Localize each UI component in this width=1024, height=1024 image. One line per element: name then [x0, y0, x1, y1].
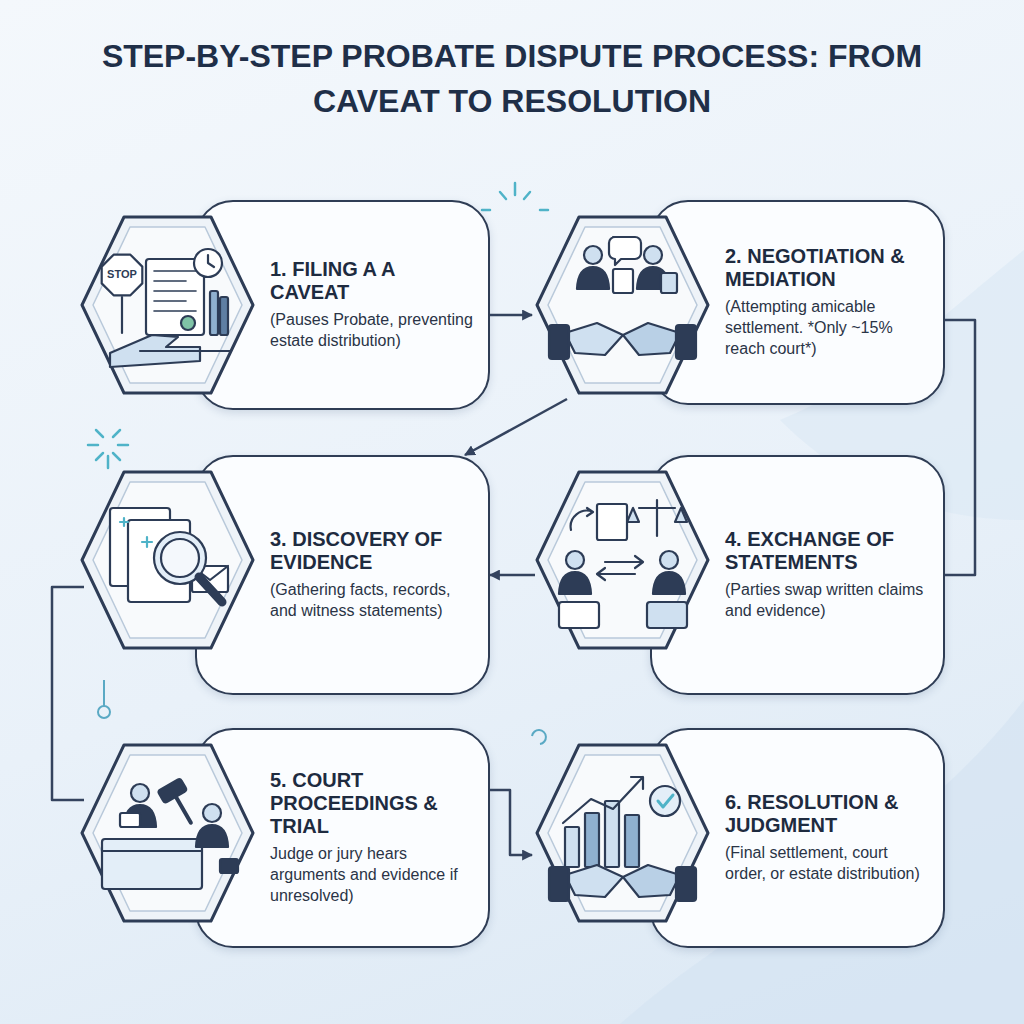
- step-icon: [80, 743, 255, 923]
- diagram-title: STEP-BY-STEP PROBATE DISPUTE PROCESS: FR…: [72, 34, 952, 125]
- step-heading: 4. EXCHANGE OF STATEMENTS: [725, 528, 929, 574]
- step-icon: [535, 743, 710, 923]
- process-step: 2. NEGOTIATION & MEDIATION (Attempting am…: [535, 200, 945, 405]
- step-heading: 6. RESOLUTION & JUDGMENT: [725, 791, 929, 837]
- process-step: 6. RESOLUTION & JUDGMENT (Final settlemen…: [535, 728, 945, 948]
- step-description: (Final settlement, court order, or estat…: [725, 843, 929, 885]
- process-step: 3. DISCOVERY OF EVIDENCE (Gathering facts…: [80, 455, 490, 695]
- step-heading: 1. FILING A A CAVEAT: [270, 258, 474, 304]
- step-description: (Gathering facts, records, and witness s…: [270, 580, 474, 622]
- flow-connector: [52, 587, 84, 800]
- step-icon: [80, 470, 255, 650]
- step-heading: 5. COURT PROCEEDINGS & TRIAL: [270, 769, 474, 838]
- step-description: (Attempting amicable settlement. *Only ~…: [725, 297, 929, 359]
- step-description: Judge or jury hears arguments and eviden…: [270, 844, 474, 906]
- step-heading: 3. DISCOVERY OF EVIDENCE: [270, 528, 474, 574]
- step-description: (Parties swap written claims and evidenc…: [725, 580, 929, 622]
- step-icon: [535, 470, 710, 650]
- flow-connector: [490, 314, 532, 317]
- process-step: 4. EXCHANGE OF STATEMENTS (Parties swap w…: [535, 455, 945, 695]
- process-step: 1. FILING A A CAVEAT (Pauses Probate, pre…: [80, 200, 490, 410]
- flow-connector: [945, 320, 975, 575]
- step-heading: 2. NEGOTIATION & MEDIATION: [725, 245, 929, 291]
- flow-connector: [490, 574, 535, 577]
- step-icon: [80, 215, 255, 395]
- process-step: 5. COURT PROCEEDINGS & TRIALJudge or jur…: [80, 728, 490, 948]
- step-icon: [535, 215, 710, 395]
- flow-connector: [465, 399, 567, 455]
- flow-connector: [490, 790, 532, 855]
- step-description: (Pauses Probate, preventing estate distr…: [270, 310, 474, 352]
- sign-text: STOP: [104, 268, 140, 280]
